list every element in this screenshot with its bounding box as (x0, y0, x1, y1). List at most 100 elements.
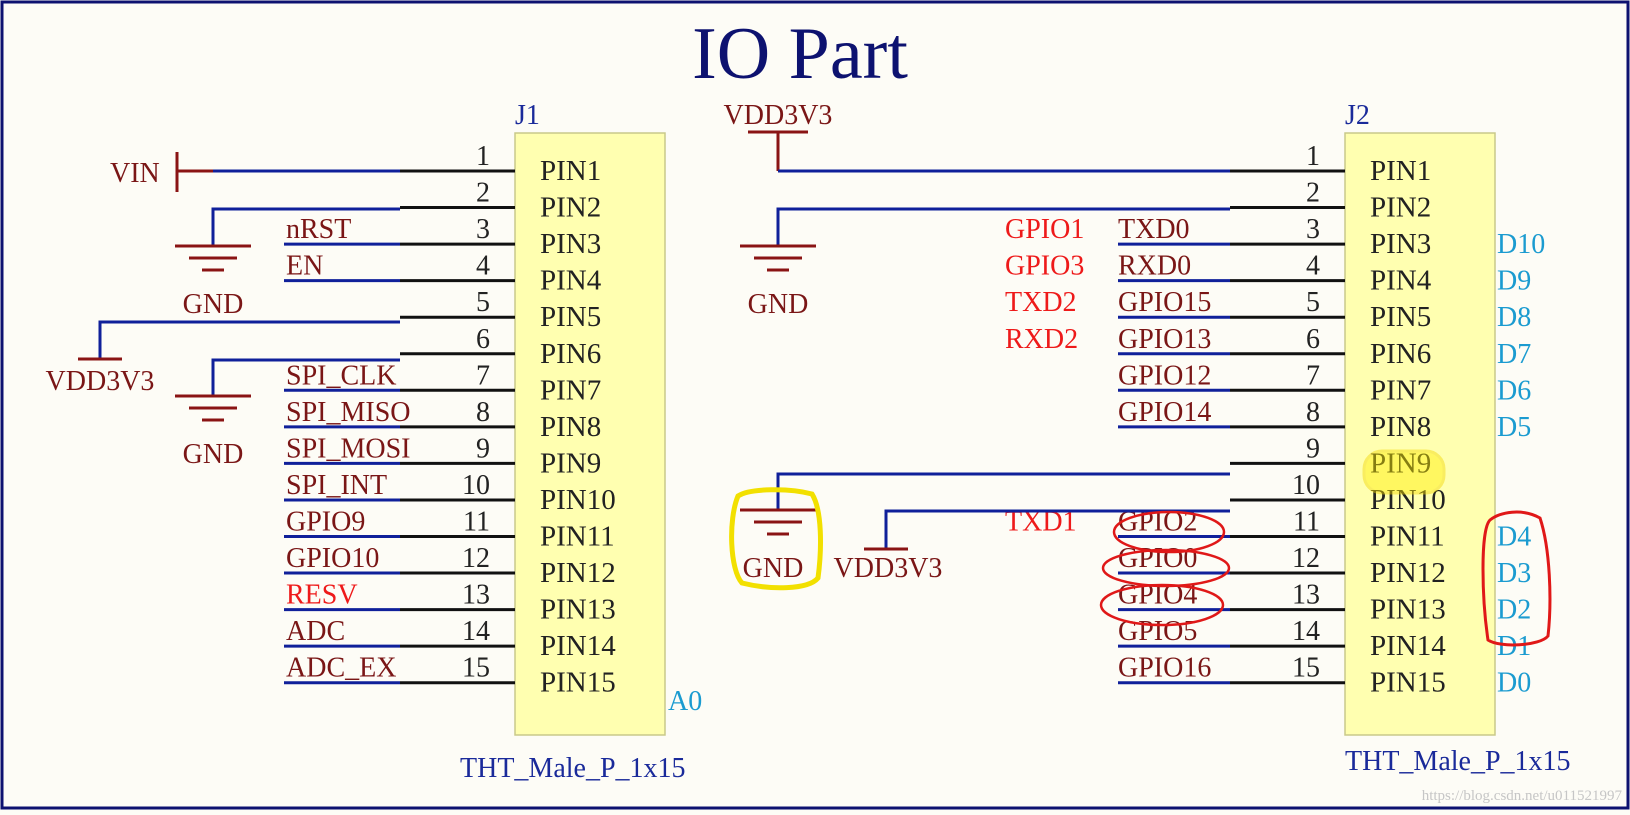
j1-pin-3-number: 3 (476, 214, 490, 245)
j2-pin-7-name: PIN7 (1370, 374, 1431, 406)
j1-pin-13-number: 13 (462, 580, 490, 611)
j2-pin-15-net-label: GPIO16 (1118, 653, 1211, 684)
gpio2-red-circle (1112, 510, 1226, 554)
j1-pin-10-net-label: SPI_INT (286, 470, 387, 501)
j2-pin-13-d-label: D2 (1497, 595, 1531, 626)
j1-pin-9-net-label: SPI_MOSI (286, 433, 410, 464)
j2-pin-2-number: 2 (1306, 178, 1320, 209)
j1-pin-5-name: PIN5 (540, 301, 601, 333)
j1-pin-13-name: PIN13 (540, 594, 616, 626)
j2-pin-14-number: 14 (1292, 616, 1320, 647)
j1-pin-1-name: PIN1 (540, 155, 601, 187)
j2-pin-9-number: 9 (1306, 433, 1320, 464)
j1-pin-9-number: 9 (476, 433, 490, 464)
j1-gnd-label-2: GND (183, 439, 244, 470)
j2-pin-12-d-label: D3 (1497, 558, 1531, 589)
j1-gnd-symbol-1 (175, 207, 400, 272)
j1-pin-1-number: 1 (476, 141, 490, 172)
j2-pin-4-d-label: D9 (1497, 266, 1531, 297)
j2-body[interactable] (1344, 132, 1496, 736)
j2-pin-3-d-label: D10 (1497, 229, 1545, 260)
j2-pin-13-name: PIN13 (1370, 594, 1446, 626)
j2-pin-4-net-label: RXD0 (1118, 251, 1191, 282)
j1-vin-label: VIN (110, 158, 160, 189)
j1-pin-14-name: PIN14 (540, 630, 616, 662)
j1-pin-7-number: 7 (476, 360, 490, 391)
j1-vdd-label: VDD3V3 (46, 366, 155, 397)
j2-pin-7-number: 7 (1306, 360, 1320, 391)
j2-pin-15-number: 15 (1292, 653, 1320, 684)
j1-pin-13-net-label: RESV (286, 580, 358, 611)
j1-pin-3-name: PIN3 (540, 228, 601, 260)
watermark: https://blog.csdn.net/u011521997 (1422, 788, 1623, 804)
j2-vdd-top-label: VDD3V3 (724, 100, 833, 131)
j2-pin-12-name: PIN12 (1370, 557, 1446, 589)
j1-pin-8-name: PIN8 (540, 411, 601, 443)
j1-pin-8-net-label: SPI_MISO (286, 397, 410, 428)
gnd-yellow-highlight (729, 487, 823, 591)
j2-pin-15-name: PIN15 (1370, 667, 1446, 699)
j1-vdd-symbol (78, 320, 400, 361)
j2-pin-10-name: PIN10 (1370, 484, 1446, 516)
j2-pin-11-name: PIN11 (1370, 521, 1445, 553)
j1-pin-4-number: 4 (476, 251, 490, 282)
j2-vdd-bottom-label: VDD3V3 (834, 553, 943, 584)
j2-pin-4-alt-label: GPIO3 (1005, 251, 1084, 282)
j1-pin-15-number: 15 (462, 653, 490, 684)
j1-pin-12-number: 12 (462, 543, 490, 574)
j2-pin-12-net-label: GPIO0 (1118, 543, 1197, 574)
j2-pin-3-number: 3 (1306, 214, 1320, 245)
j1-gnd-symbol-2 (175, 358, 400, 422)
j1-pin-6-number: 6 (476, 324, 490, 355)
j2-gnd-top-symbol (740, 207, 1230, 272)
j1-pin-11-number: 11 (463, 507, 490, 538)
j1-pin-14-net-label: ADC (286, 616, 345, 647)
j1-pin-11-net-label: GPIO9 (286, 507, 365, 538)
j1-pin-9-name: PIN9 (540, 447, 601, 479)
j2-pin-12-number: 12 (1292, 543, 1320, 574)
j2-pin-11-number: 11 (1293, 507, 1320, 538)
j2-pin-14-d-label: D1 (1497, 631, 1531, 662)
j2-pin-6-alt-label: RXD2 (1005, 324, 1078, 355)
j2-pin-6-net-label: GPIO13 (1118, 324, 1211, 355)
j2-pin-8-d-label: D5 (1497, 412, 1531, 443)
pin9-yellow-highlight (1362, 449, 1446, 495)
j2-footprint: THT_Male_P_1x15 (1345, 746, 1571, 777)
j1-pin-11-name: PIN11 (540, 521, 615, 553)
sheet-title: IO Part (692, 13, 908, 95)
j1-pin-15-name: PIN15 (540, 667, 616, 699)
j2-gnd-bottom-symbol (740, 472, 1230, 536)
j2-pin-2-name: PIN2 (1370, 192, 1431, 224)
j2-pin-6-number: 6 (1306, 324, 1320, 355)
j2-vdd-bottom-symbol (864, 509, 1230, 551)
j2-pin-14-name: PIN14 (1370, 630, 1446, 662)
j1-a0-label: A0 (668, 686, 702, 717)
j2-pin-5-name: PIN5 (1370, 301, 1431, 333)
j2-pin-8-number: 8 (1306, 397, 1320, 428)
j2-pin-4-number: 4 (1306, 251, 1320, 282)
j2-pin-1-number: 1 (1306, 141, 1320, 172)
j2-pin-3-alt-label: GPIO1 (1005, 214, 1084, 245)
j1-designator: J1 (515, 100, 540, 131)
j2-pin-13-number: 13 (1292, 580, 1320, 611)
j2-vdd-top-symbol (748, 130, 1230, 173)
gpio4-red-circle (1099, 583, 1225, 627)
d4-d2-red-circle (1481, 510, 1552, 647)
j1-pin-12-name: PIN12 (540, 557, 616, 589)
j2-pin-15-d-label: D0 (1497, 668, 1531, 699)
j1-footprint: THT_Male_P_1x15 (460, 753, 686, 784)
j2-pin-6-name: PIN6 (1370, 338, 1431, 370)
j2-pin-7-d-label: D6 (1497, 375, 1531, 406)
j2-designator: J2 (1345, 100, 1370, 131)
j1-pin-12-net-label: GPIO10 (286, 543, 379, 574)
j1-pin-8-number: 8 (476, 397, 490, 428)
j1-pin-2-name: PIN2 (540, 192, 601, 224)
j2-gnd-top-label: GND (748, 289, 809, 320)
j1-gnd-label-1: GND (183, 289, 244, 320)
j1-pin-4-name: PIN4 (540, 265, 602, 297)
j1-body[interactable] (514, 132, 666, 736)
